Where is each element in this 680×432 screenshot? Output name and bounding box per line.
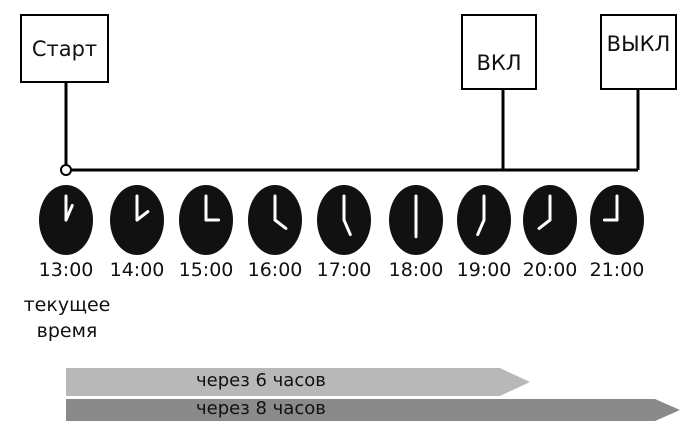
time-label: 21:00 (589, 259, 645, 281)
clock-icon (110, 185, 164, 255)
current-time-label-1: текущее (23, 294, 111, 316)
on-box: ВКЛ (461, 14, 537, 90)
clock-icon (523, 185, 577, 255)
time-label: 20:00 (522, 259, 578, 281)
on-label: ВКЛ (476, 51, 522, 75)
time-label: 17:00 (316, 259, 372, 281)
arrow-six-hours-label: через 6 часов (196, 370, 326, 391)
clock-icon (590, 185, 644, 255)
start-point (60, 164, 72, 176)
start-box: Старт (20, 14, 109, 83)
time-label: 14:00 (109, 259, 165, 281)
time-label: 16:00 (247, 259, 303, 281)
clock-icon (248, 185, 302, 255)
off-box: ВЫКЛ (600, 14, 677, 90)
time-label: 19:00 (456, 259, 512, 281)
start-label: Старт (31, 36, 98, 61)
clock-icon (389, 185, 443, 255)
arrow-six-hours (66, 368, 530, 396)
arrow-eight-hours (66, 399, 680, 421)
time-label: 13:00 (38, 259, 94, 281)
off-label: ВЫКЛ (606, 32, 671, 56)
clock-icon (39, 185, 93, 255)
time-label: 18:00 (388, 259, 444, 281)
clock-icon (457, 185, 511, 255)
clock-icon (179, 185, 233, 255)
clock-icon (317, 185, 371, 255)
current-time-label-2: время (36, 320, 98, 342)
arrow-eight-hours-label: через 8 часов (196, 398, 326, 419)
time-label: 15:00 (178, 259, 234, 281)
